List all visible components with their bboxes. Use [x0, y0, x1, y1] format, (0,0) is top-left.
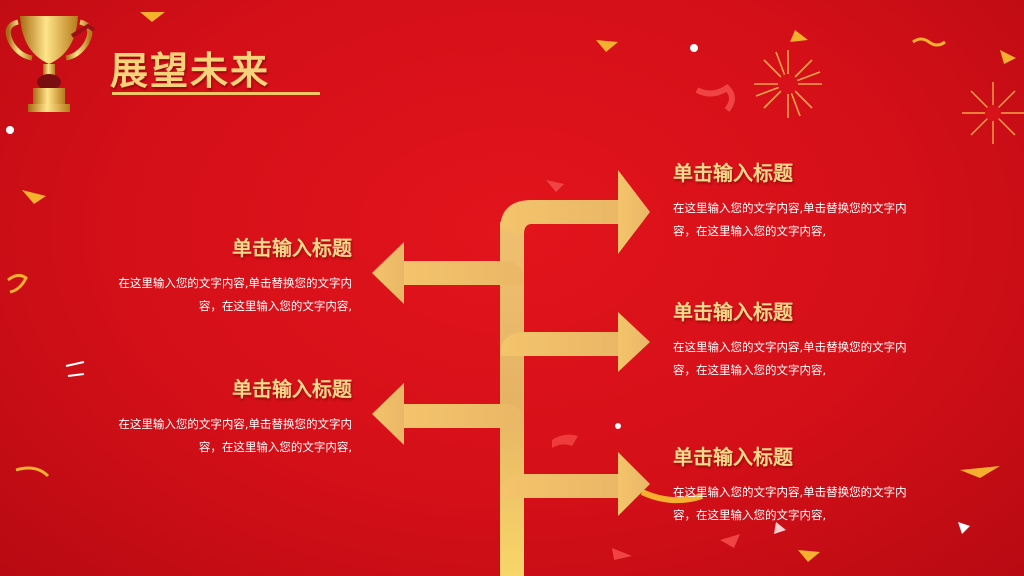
item-title[interactable]: 单击输入标题	[232, 377, 352, 401]
item-desc-line2: 容，在这里输入您的文字内容,	[673, 508, 827, 522]
item-desc-line2: 容，在这里输入您的文字内容,	[673, 224, 827, 238]
item-title[interactable]: 单击输入标题	[673, 161, 793, 185]
item-desc-line1: 在这里输入您的文字内容,单击替换您的文字内	[673, 201, 907, 215]
item-description[interactable]: 在这里输入您的文字内容,单击替换您的文字内 容，在这里输入您的文字内容,	[90, 413, 352, 459]
trophy-icon	[5, 16, 96, 112]
item-desc-line1: 在这里输入您的文字内容,单击替换您的文字内	[118, 417, 352, 431]
item-desc-line2: 容，在这里输入您的文字内容,	[198, 440, 352, 454]
page-title: 展望未来	[110, 49, 271, 93]
item-description[interactable]: 在这里输入您的文字内容,单击替换您的文字内 容，在这里输入您的文字内容,	[673, 481, 935, 527]
item-desc-line2: 容，在这里输入您的文字内容,	[198, 299, 352, 313]
item-title[interactable]: 单击输入标题	[673, 300, 793, 324]
item-desc-line1: 在这里输入您的文字内容,单击替换您的文字内	[673, 340, 907, 354]
item-description[interactable]: 在这里输入您的文字内容,单击替换您的文字内 容，在这里输入您的文字内容,	[90, 272, 352, 318]
item-title[interactable]: 单击输入标题	[232, 236, 352, 260]
title-underline	[112, 92, 320, 95]
item-desc-line2: 容，在这里输入您的文字内容,	[673, 363, 827, 377]
item-desc-line1: 在这里输入您的文字内容,单击替换您的文字内	[673, 485, 907, 499]
firework-icon	[962, 82, 1024, 144]
item-description[interactable]: 在这里输入您的文字内容,单击替换您的文字内 容，在这里输入您的文字内容,	[673, 197, 935, 243]
item-description[interactable]: 在这里输入您的文字内容,单击替换您的文字内 容，在这里输入您的文字内容,	[673, 336, 935, 382]
item-desc-line1: 在这里输入您的文字内容,单击替换您的文字内	[118, 276, 352, 290]
firework-icon	[754, 50, 822, 118]
item-title[interactable]: 单击输入标题	[673, 445, 793, 469]
